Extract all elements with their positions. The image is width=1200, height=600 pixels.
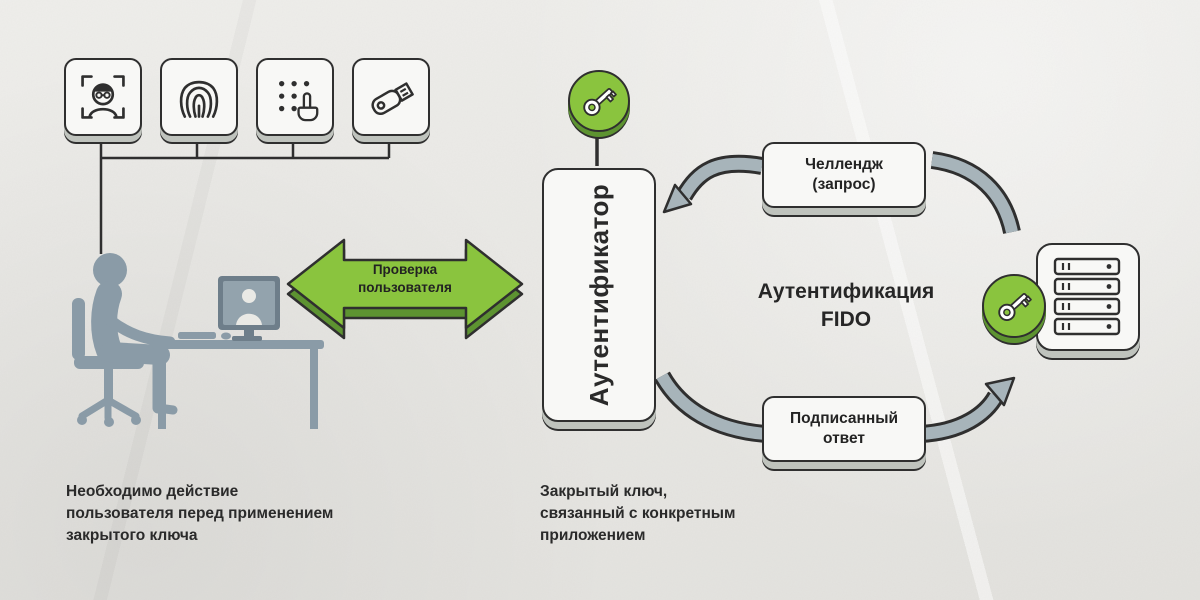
auth-method-card-fingerprint <box>160 58 238 136</box>
auth-method-card-usb <box>352 58 430 136</box>
signed-response-box: Подписанный ответ <box>762 396 926 462</box>
key-badge <box>568 70 630 132</box>
arrowhead-to-authenticator <box>662 183 693 214</box>
server-icon <box>1053 257 1121 336</box>
arrowhead-to-server <box>984 376 1016 407</box>
caption-private-key: Закрытый ключ, связанный с конкретным пр… <box>540 483 736 544</box>
user-at-computer-icon <box>72 253 324 429</box>
pin-entry-icon <box>279 81 319 122</box>
key-icon <box>583 88 617 117</box>
challenge-label: Челлендж (запрос) <box>805 155 883 193</box>
auth-method-card-face <box>64 58 142 136</box>
key-icon <box>998 293 1032 322</box>
server-card <box>1036 243 1140 351</box>
user-verification-label: Проверка пользователя <box>358 262 452 295</box>
fido-title: Аутентификация FIDO <box>757 280 935 332</box>
fingerprint-icon <box>179 80 219 118</box>
authenticator-box: Аутентификатор <box>542 168 656 422</box>
signed-response-label: Подписанный ответ <box>789 409 899 447</box>
authenticator-label: Аутентификатор <box>583 183 614 407</box>
usb-security-key-icon <box>371 82 414 116</box>
face-recognition-icon <box>81 75 125 119</box>
server-key-badge <box>982 274 1046 338</box>
challenge-box: Челлендж (запрос) <box>762 142 926 208</box>
user-verification-arrow <box>286 238 524 340</box>
auth-method-card-pin <box>256 58 334 136</box>
caption-user-action: Необходимо действие пользователя перед п… <box>66 483 334 544</box>
